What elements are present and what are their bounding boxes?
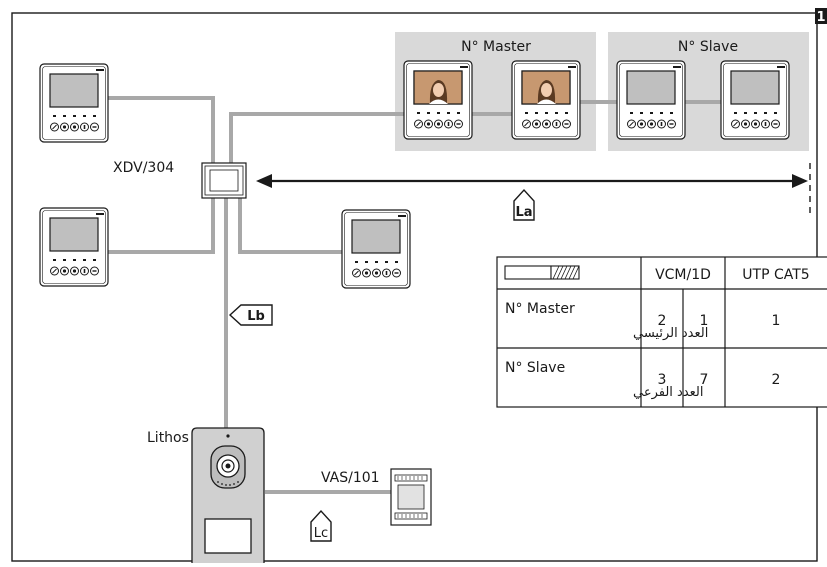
power-supply-icon	[390, 468, 432, 526]
row-master-label: N° Master	[505, 301, 575, 317]
row-master-1d: 1	[700, 313, 709, 329]
row-slave-utp: 2	[772, 372, 781, 388]
header-utpcat5: UTP CAT5	[742, 267, 809, 283]
lb-tag: Lb	[228, 304, 273, 326]
portrait-icon	[521, 70, 571, 105]
row-master-utp: 1	[772, 313, 781, 329]
monitor-icon	[341, 209, 411, 289]
power-supply-label: VAS/101	[321, 470, 380, 486]
lc-label: Lc	[314, 526, 328, 541]
slave-monitor-icon	[720, 60, 790, 140]
door-panel-icon	[191, 427, 265, 563]
portrait-icon	[413, 70, 463, 105]
lb-label: Lb	[247, 309, 265, 324]
panel-label: Lithos	[147, 430, 189, 446]
monitor-icon	[39, 207, 109, 287]
slave-monitor-icon	[616, 60, 686, 140]
row-slave-label: N° Slave	[505, 360, 565, 376]
page-number-box	[815, 8, 827, 24]
row-slave-1d: 7	[700, 372, 709, 388]
la-label: La	[515, 205, 532, 220]
distributor-label: XDV/304	[113, 160, 174, 176]
la-tag: La	[513, 188, 535, 221]
master-group-label: N° Master	[461, 39, 531, 55]
la-arrow	[256, 163, 811, 214]
monitor-icon	[39, 63, 109, 143]
lc-tag: Lc	[310, 509, 332, 542]
row-slave-vcm: 3	[658, 372, 667, 388]
cable-icon	[504, 265, 580, 280]
header-vcm1d: VCM/1D	[655, 267, 711, 283]
row-master-vcm: 2	[658, 313, 667, 329]
distributor-icon	[201, 162, 247, 199]
slave-group-label: N° Slave	[678, 39, 738, 55]
cable-table: VCM/1D UTP CAT5 N° Master العدد الرئيسي …	[496, 256, 827, 408]
page-number: 1	[816, 10, 825, 25]
row-master-arabic: العدد الرئيسي	[633, 326, 708, 341]
row-slave-arabic: العدد الفرعي	[633, 385, 704, 400]
